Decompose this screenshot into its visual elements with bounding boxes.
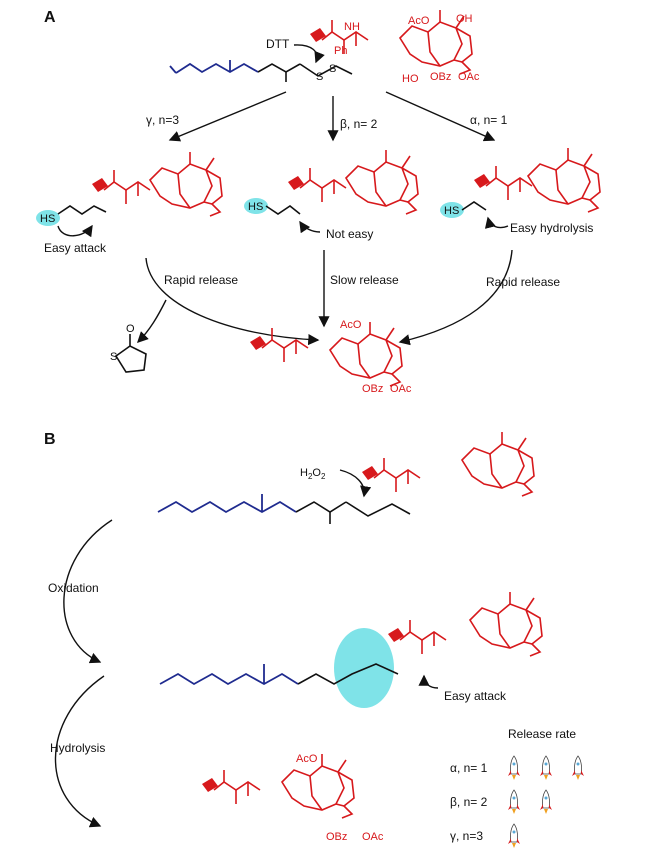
intermediate-alpha <box>440 147 601 218</box>
oh-top: OH <box>456 13 473 25</box>
nh-top: NH <box>344 21 360 33</box>
oac-released-a: OAc <box>390 383 412 395</box>
released-drug-a <box>249 321 403 387</box>
alpha-release: Rapid release <box>486 275 560 289</box>
h2o2-label: H2O2 <box>300 467 326 481</box>
gamma-release: Rapid release <box>164 273 238 287</box>
route-beta-label: β, n= 2 <box>340 117 378 131</box>
thiolactone-o: O <box>126 323 135 335</box>
obz-released-b: OBz <box>326 831 347 843</box>
release-rate-row-label: α, n= 1 <box>450 761 488 775</box>
sh-alpha: HS <box>444 205 459 217</box>
obz-top: OBz <box>430 71 451 83</box>
sh-gamma: HS <box>40 213 55 225</box>
released-drug-b <box>201 753 355 819</box>
oac-released-b: OAc <box>362 831 384 843</box>
gamma-note: Easy attack <box>44 241 107 255</box>
rocket-icon <box>507 789 521 815</box>
s-atom-1: S <box>316 71 323 83</box>
panel-b-letter: B <box>44 431 56 448</box>
release-rate-table: α, n= 1 β, n= 2 γ, n=3 <box>450 755 585 849</box>
rocket-icon <box>539 789 553 815</box>
obz-released-a: OBz <box>362 383 383 395</box>
route-alpha-label: α, n= 1 <box>470 113 508 127</box>
oxidized-prodrug <box>159 591 543 708</box>
sh-beta: HS <box>248 201 263 213</box>
thiolactone-s: S <box>110 351 117 363</box>
aco-top: AcO <box>408 15 430 27</box>
route-gamma-label: γ, n=3 <box>146 113 179 127</box>
dtt-label: DTT <box>266 37 290 51</box>
ho-top: HO <box>402 73 419 85</box>
s-atom-2: S <box>329 63 336 75</box>
beta-release: Slow release <box>330 273 399 287</box>
intermediate-beta <box>244 149 419 215</box>
ph-top: Ph <box>334 45 347 57</box>
rocket-icon <box>507 755 521 781</box>
rocket-icon <box>507 823 521 849</box>
attack-label: Easy attack <box>444 689 507 703</box>
parent-prodrug-b <box>157 431 535 524</box>
release-rate-title: Release rate <box>508 727 576 741</box>
intermediate-gamma <box>36 151 223 226</box>
rocket-icon <box>571 755 585 781</box>
oac-top: OAc <box>458 71 480 83</box>
beta-note: Not easy <box>326 227 373 241</box>
panel-a-letter: A <box>44 9 56 26</box>
aco-released-b: AcO <box>296 753 318 765</box>
aco-released-a: AcO <box>340 319 362 331</box>
parent-prodrug-a <box>169 9 473 82</box>
thiolactone <box>114 334 147 373</box>
release-rate-row-label: β, n= 2 <box>450 795 488 809</box>
hydrolysis-label: Hydrolysis <box>50 741 105 755</box>
release-rate-row-label: γ, n=3 <box>450 829 483 843</box>
rocket-icon <box>539 755 553 781</box>
oxidation-label: Oxidation <box>48 581 99 595</box>
alpha-note: Easy hydrolysis <box>510 221 593 235</box>
